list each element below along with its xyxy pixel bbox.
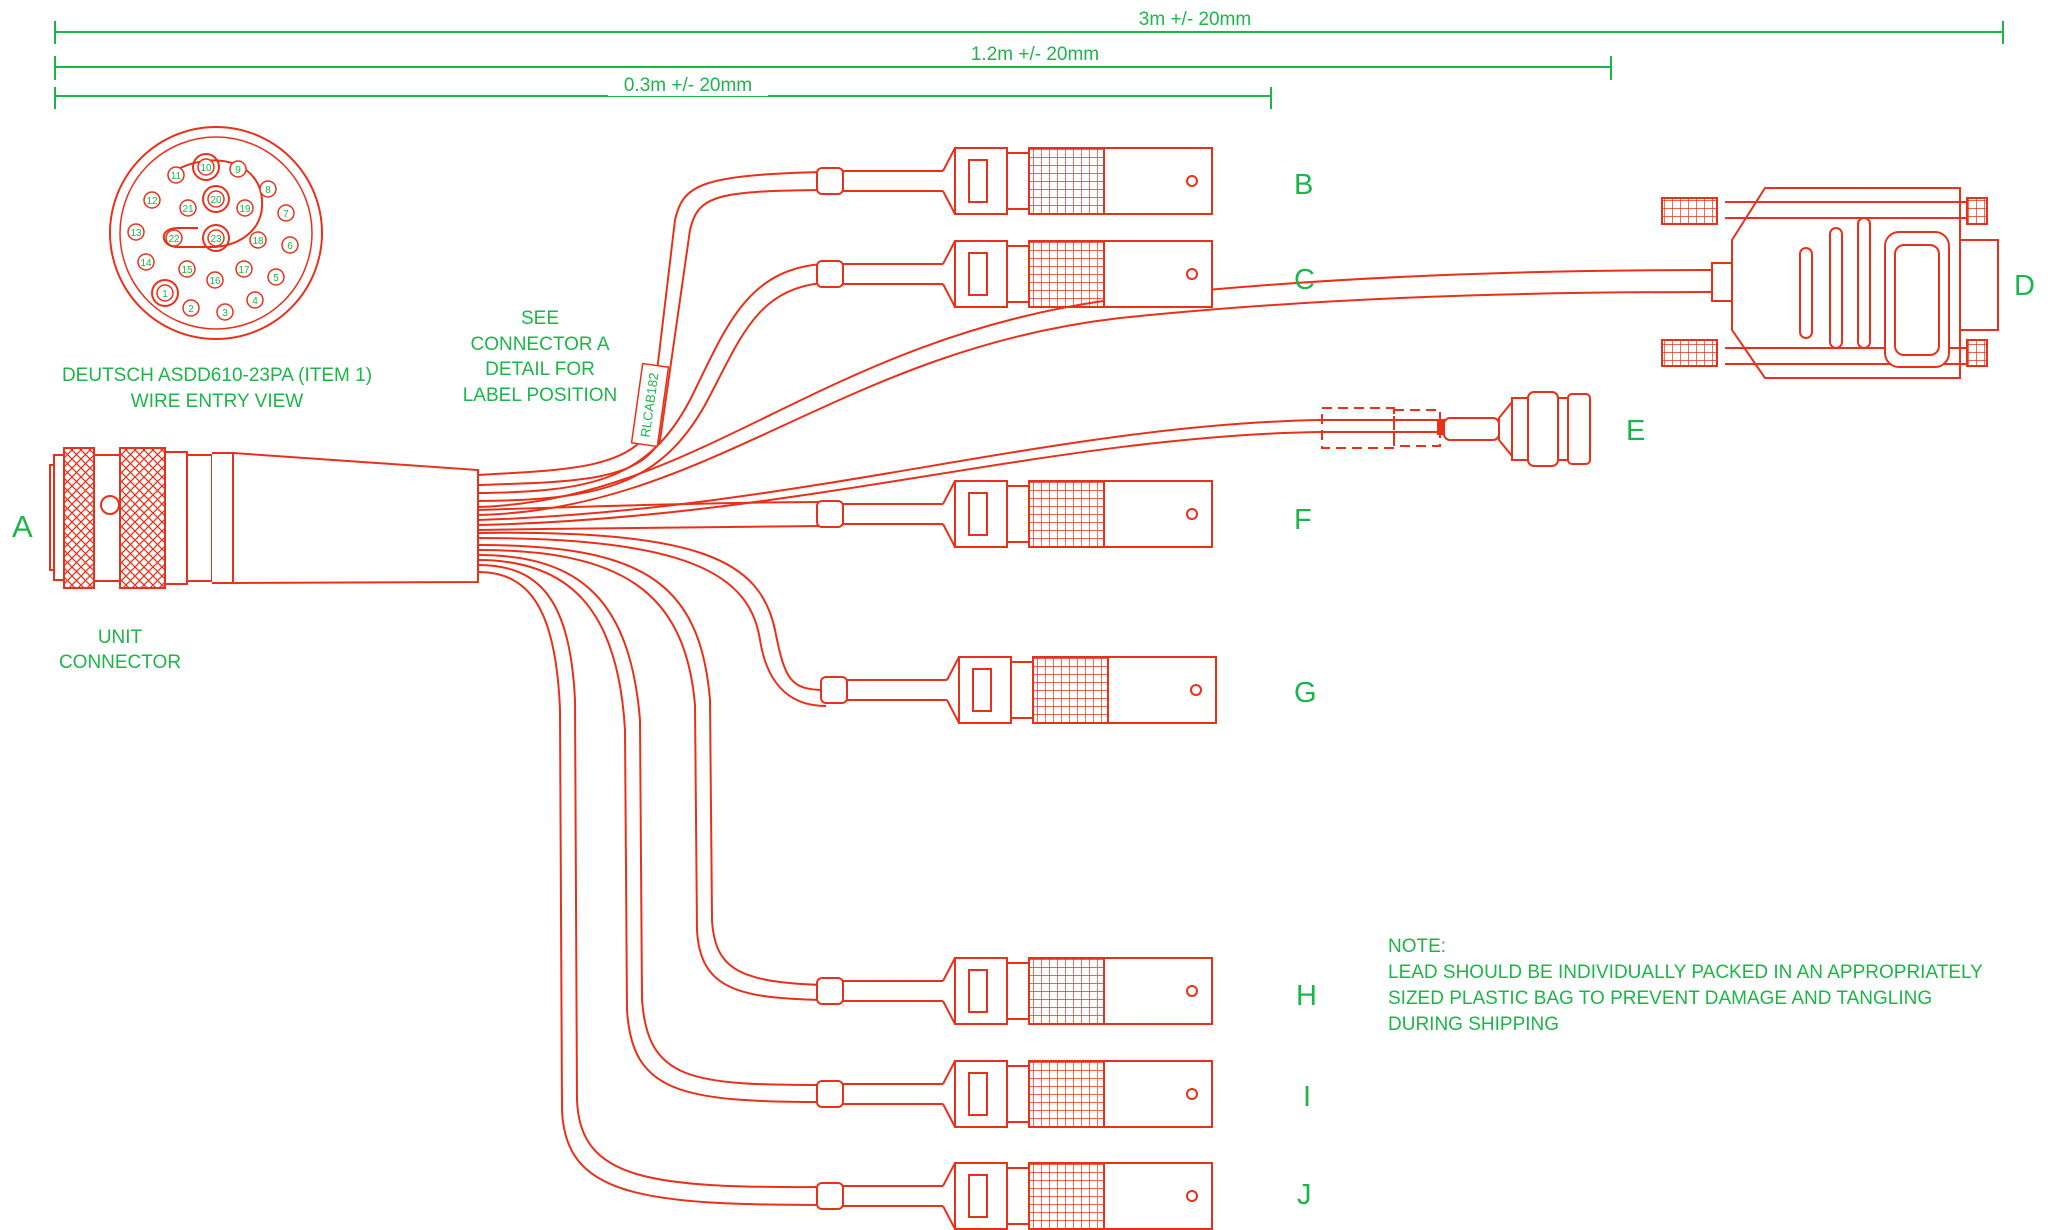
pin-21-marker (179, 199, 197, 217)
see-note-line1: SEE (521, 308, 559, 329)
pin-3-label: 3 (222, 308, 228, 319)
pin-5-marker (267, 268, 285, 286)
pin-layout-diagram (109, 126, 323, 340)
pin-14-label: 14 (140, 258, 152, 269)
shipping-note: NOTE: LEAD SHOULD BE INDIVIDUALLY PACKED… (1388, 936, 1983, 1035)
pin-1-marker (156, 284, 174, 302)
pin-1-label: 1 (162, 289, 168, 300)
short-length-dimension: 0.3m +/- 20mm (624, 75, 752, 96)
pin-5-label: 5 (273, 273, 279, 284)
connector-c-letter: C (1294, 264, 1315, 296)
pin-20-marker (207, 190, 225, 208)
note-line2: SIZED PLASTIC BAG TO PREVENT DAMAGE AND … (1388, 988, 1932, 1009)
pin-7-marker (277, 204, 295, 222)
mid-length-dimension: 1.2m +/- 20mm (971, 44, 1099, 65)
pin-2-label: 2 (188, 304, 194, 315)
pin-17-marker (235, 260, 253, 278)
cable-bundle (477, 171, 1713, 1206)
connector-d (1661, 187, 1999, 379)
pin-23-marker (207, 229, 225, 247)
connector-f (816, 480, 1213, 548)
connector-h (816, 957, 1213, 1025)
note-line3: DURING SHIPPING (1388, 1014, 1559, 1035)
pin-22-label: 22 (168, 234, 180, 245)
unit-connector-caption-line1: UNIT (98, 627, 143, 648)
pin-10-label: 10 (200, 163, 212, 174)
pin-19-label: 19 (239, 204, 251, 215)
connector-j-letter: J (1297, 1179, 1312, 1211)
connector-h-letter: H (1296, 980, 1317, 1012)
pin-19-marker (236, 199, 254, 217)
pin-23-label: 23 (210, 234, 222, 245)
connector-b (816, 147, 1213, 215)
pin-8-marker (259, 180, 277, 198)
pin-16-label: 16 (209, 276, 221, 287)
pin-15-label: 15 (181, 265, 193, 276)
pin-13-label: 13 (130, 228, 142, 239)
pin-8-label: 8 (265, 185, 271, 196)
pin-11-label: 11 (171, 171, 182, 182)
pin-7-label: 7 (283, 209, 289, 220)
pin-16-marker (206, 271, 224, 289)
pin-3-marker (216, 303, 234, 321)
pin-12-marker (143, 191, 161, 209)
connector-g-letter: G (1294, 677, 1317, 709)
connector-i (816, 1060, 1213, 1128)
connector-j (816, 1162, 1213, 1230)
pin-4-marker (246, 291, 264, 309)
pin-15-marker (178, 260, 196, 278)
connector-i-letter: I (1303, 1081, 1311, 1113)
note-line1: LEAD SHOULD BE INDIVIDUALLY PACKED IN AN… (1388, 962, 1983, 983)
pin-6-label: 6 (287, 241, 293, 252)
pin-9-marker (229, 160, 247, 178)
pin-9-label: 9 (235, 165, 241, 176)
dimension-lines (54, 21, 2004, 109)
pin-22-marker (165, 229, 183, 247)
pin-18-marker (249, 231, 267, 249)
connector-e-letter: E (1626, 415, 1645, 447)
see-note-line4: LABEL POSITION (463, 385, 618, 406)
note-title: NOTE: (1388, 936, 1446, 957)
pin-21-label: 21 (182, 204, 194, 215)
connector-e (1321, 391, 1591, 467)
pin-17-label: 17 (238, 265, 250, 276)
pin-6-marker (281, 236, 299, 254)
see-connector-note: SEE CONNECTOR A DETAIL FOR LABEL POSITIO… (463, 308, 618, 406)
pin-13-marker (127, 223, 145, 241)
pin-diagram-caption-line2: WIRE ENTRY VIEW (131, 391, 303, 412)
connector-c (816, 240, 1213, 308)
connector-f-letter: F (1294, 504, 1312, 536)
see-note-line3: DETAIL FOR (485, 359, 595, 380)
pin-20-label: 20 (210, 195, 222, 206)
connector-b-letter: B (1294, 169, 1313, 201)
pin-2-marker (182, 299, 200, 317)
pin-4-label: 4 (252, 296, 258, 307)
pin-diagram-caption-line1: DEUTSCH ASDD610-23PA (ITEM 1) (62, 365, 372, 386)
unit-connector-caption-line2: CONNECTOR (59, 652, 181, 673)
unit-connector-a (49, 447, 479, 589)
see-note-line2: CONNECTOR A (470, 334, 609, 355)
overall-length-dimension: 3m +/- 20mm (1139, 9, 1251, 30)
pin-10-marker (197, 158, 215, 176)
connector-d-letter: D (2014, 270, 2035, 302)
pin-14-marker (137, 253, 155, 271)
pin-12-label: 12 (146, 196, 158, 207)
pin-18-label: 18 (252, 236, 264, 247)
connector-a-letter: A (12, 509, 33, 544)
cable-label-tag: RLCAB182 (630, 362, 670, 448)
connector-g (820, 656, 1217, 724)
pin-11-marker (167, 166, 185, 184)
